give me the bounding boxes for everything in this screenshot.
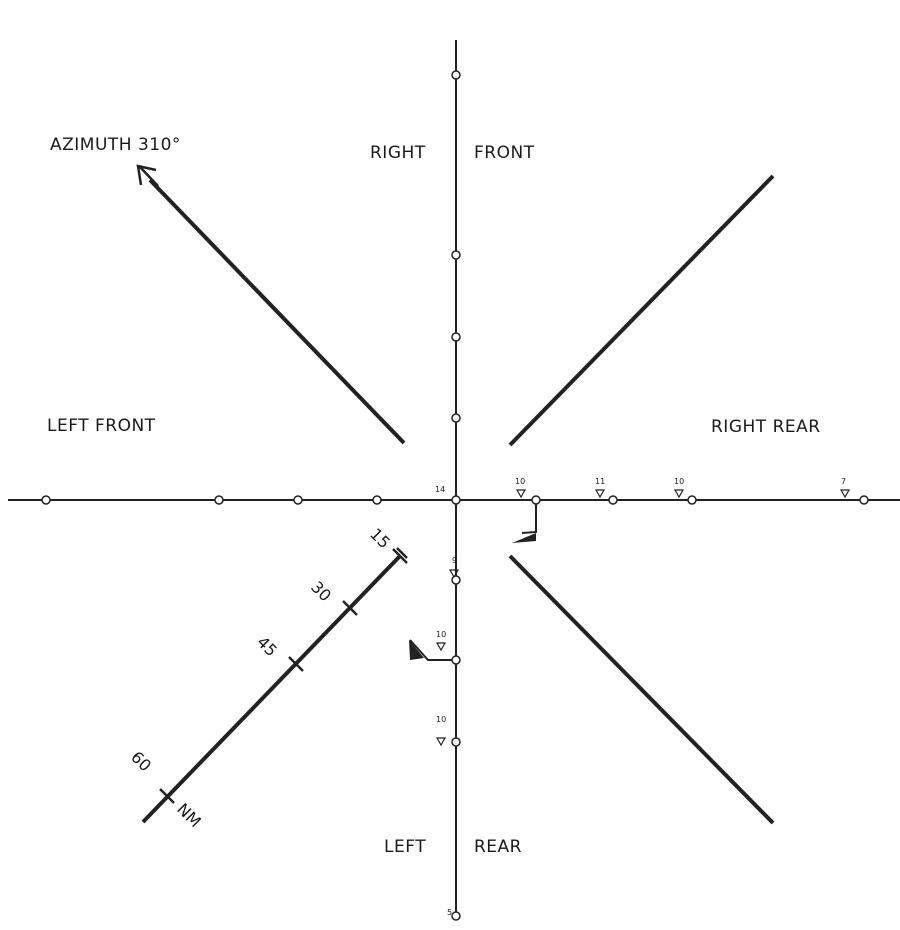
- station-marker: [451, 655, 461, 665]
- azimuth-label: AZIMUTH 310°: [50, 135, 181, 155]
- v-value-1: 9: [452, 556, 457, 565]
- station-marker: [451, 332, 461, 342]
- range-tick-30: 30: [307, 577, 335, 605]
- diagonal-upper-right: [508, 174, 775, 447]
- station-marker: [451, 413, 461, 423]
- range-scale-ticks: [159, 547, 408, 804]
- station-marker: [859, 495, 869, 505]
- h-value-2: 11: [595, 477, 605, 486]
- station-marker: [531, 495, 541, 505]
- station-marker: [41, 495, 51, 505]
- range-tick-45: 45: [253, 632, 281, 660]
- range-scale-line: [141, 554, 402, 824]
- v-value-4: 5: [447, 908, 452, 917]
- v-value-2: 10: [436, 630, 446, 639]
- station-marker: [451, 70, 461, 80]
- label-right-rear: RIGHT REAR: [711, 417, 821, 437]
- range-tick-15: 15: [366, 524, 394, 552]
- station-marker: [451, 250, 461, 260]
- wind-arrow-icons: [435, 489, 851, 747]
- h-value-1: 10: [515, 477, 525, 486]
- station-marker: [372, 495, 382, 505]
- station-marker: [451, 737, 461, 747]
- label-rear: REAR: [474, 837, 522, 857]
- station-marker: [687, 495, 697, 505]
- station-marker: [451, 911, 461, 921]
- label-left-front: LEFT FRONT: [47, 416, 156, 436]
- station-marker: [214, 495, 224, 505]
- wind-flag-icons: [409, 500, 537, 661]
- range-tick-60: 60: [127, 747, 155, 775]
- range-unit-nm: NM: [173, 799, 205, 831]
- station-marker: [451, 495, 461, 505]
- center-value: 14: [435, 485, 445, 494]
- label-right: RIGHT: [370, 143, 426, 163]
- v-value-3: 10: [436, 715, 446, 724]
- diagonal-upper-left: [148, 178, 406, 445]
- label-front: FRONT: [474, 143, 535, 163]
- label-left: LEFT: [384, 837, 426, 857]
- station-markers: [41, 70, 869, 921]
- diagonal-lower-right: [508, 554, 775, 825]
- h-value-4: 7: [841, 477, 846, 486]
- azimuth-arrow-icon: [136, 164, 159, 187]
- h-value-3: 10: [674, 477, 684, 486]
- station-marker: [451, 575, 461, 585]
- station-marker: [608, 495, 618, 505]
- station-marker: [293, 495, 303, 505]
